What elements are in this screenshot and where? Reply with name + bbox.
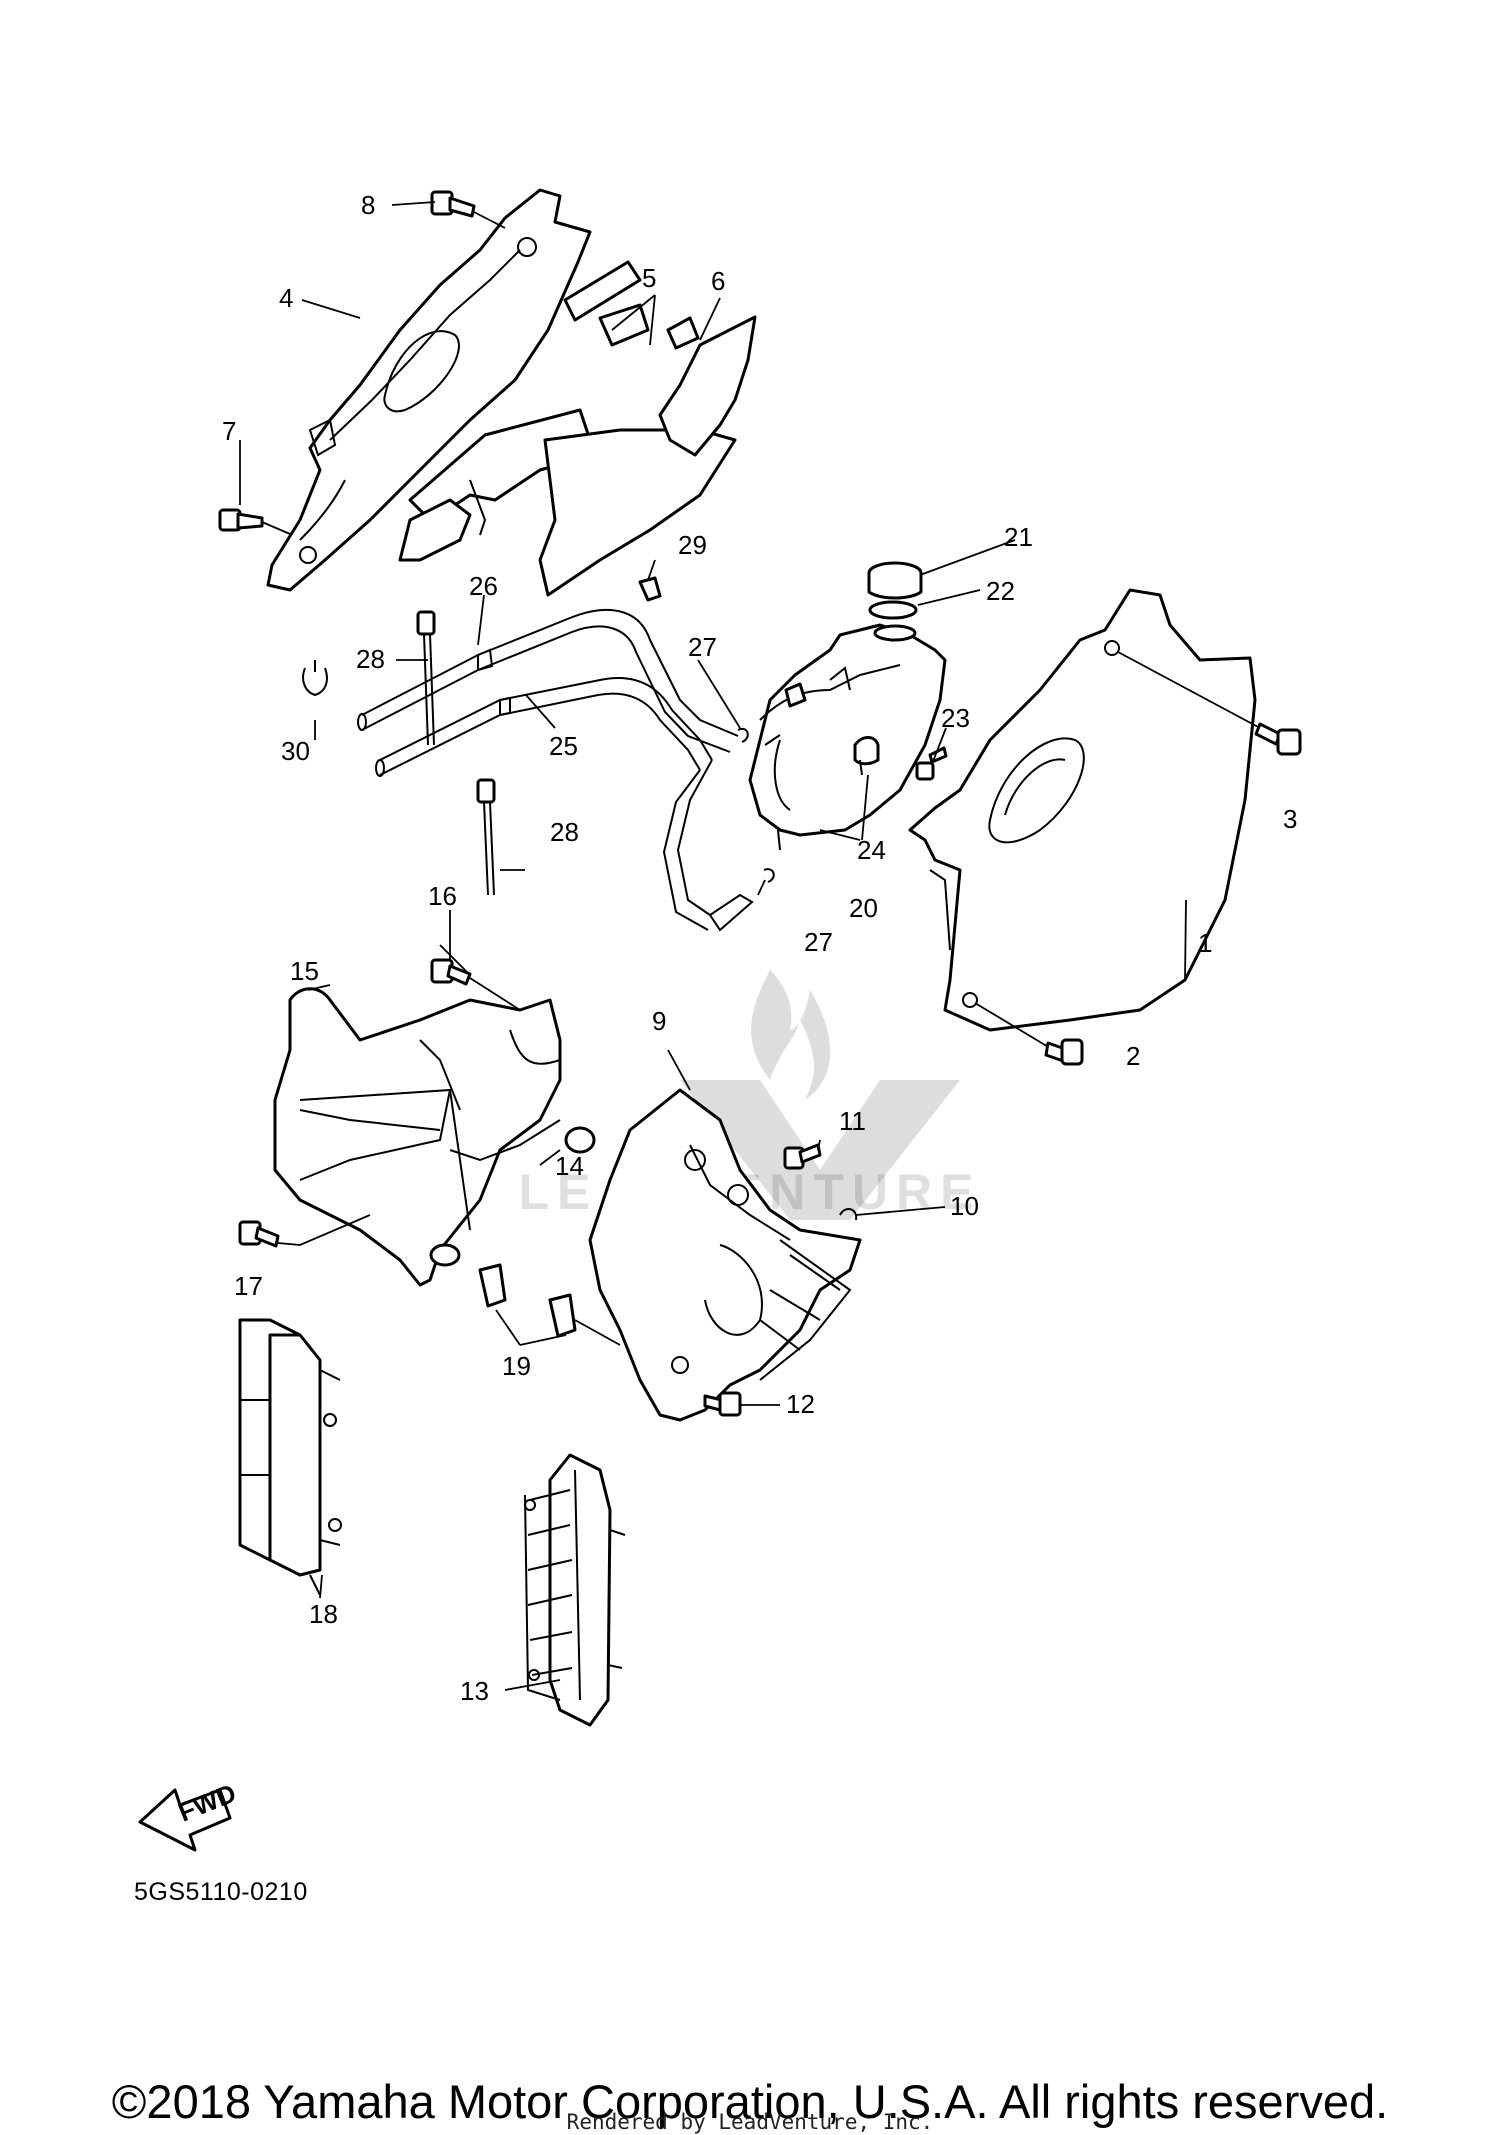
callout-14: 14 [555,1151,584,1181]
callout-27-upper: 27 [688,632,717,662]
callout-19: 19 [502,1351,531,1381]
rendered-by-notice: Rendered by LeadVenture, Inc. [566,2110,934,2134]
leader-lines [239,201,1187,1691]
leadventure-logo-watermark [680,970,960,1220]
callout-18: 18 [309,1599,338,1629]
callout-5: 5 [642,263,656,293]
callout-10: 10 [950,1191,979,1221]
part-28-cable-tie-lower [476,778,496,896]
callout-15: 15 [290,956,319,986]
part-3-bolt [1117,651,1302,756]
callout-13: 13 [460,1676,489,1706]
part-28-cable-tie-upper [416,610,436,746]
part-25-hose [375,677,754,932]
callout-12: 12 [786,1389,815,1419]
part-16-bolt [430,958,521,1011]
callout-28-lower: 28 [550,817,579,847]
part-15-shroud [273,987,596,1287]
part-18-radiator-guard [238,1318,342,1596]
callout-21: 21 [1004,522,1033,552]
part-26-hose [357,608,739,753]
callout-11: 11 [839,1106,866,1136]
callout-4: 4 [279,283,293,313]
copyright-notice: ©2018 Yamaha Motor Corporation, U.S.A. A… [111,2075,1389,2128]
part-6-decal [658,315,757,457]
part-20-reservoir-tank [748,623,947,851]
callout-9: 9 [652,1006,666,1036]
part-9-shroud [588,1088,862,1422]
part-1-side-panel [908,588,1257,1032]
callout-8: 8 [361,190,375,220]
callout-17: 17 [234,1271,263,1301]
callout-23: 23 [941,703,970,733]
part-30-clip [302,660,328,697]
callout-26: 26 [469,571,498,601]
part-29-clamp [638,576,662,602]
callout-3: 3 [1283,804,1297,834]
callout-24: 24 [857,835,886,865]
part-27-clip-lower [763,868,775,883]
callouts: 1 2 3 4 5 6 7 8 9 10 11 12 13 14 15 16 1… [222,190,1297,1706]
fwd-arrow-icon: FWD [138,1778,240,1852]
callout-16: 16 [428,881,457,911]
callout-6: 6 [711,266,725,296]
part-7-bolt [218,508,291,535]
part-24-clamp [853,736,880,776]
callout-28-upper: 28 [356,644,385,674]
part-27-clip-upper [737,727,749,743]
part-17-bolt [238,1214,371,1248]
part-10-bracket [839,1206,946,1221]
callout-1: 1 [1198,928,1212,958]
part-21-tank-cap [867,561,923,600]
part-4-side-cover [266,188,592,592]
part-23-bolt [915,746,948,781]
callout-22: 22 [986,576,1015,606]
part-22-gasket [868,600,918,620]
part-5-decals [398,260,737,597]
callout-29: 29 [678,530,707,560]
part-2-bolt [974,1002,1084,1066]
callout-20: 20 [849,893,878,923]
callout-2: 2 [1126,1041,1140,1071]
part-11-bolt [783,1143,822,1170]
part-8-bolt [430,190,506,229]
part-13-radiator-louver [524,1453,626,1727]
callout-7: 7 [222,416,236,446]
callout-27-lower: 27 [804,927,833,957]
part-12-bolt [703,1391,742,1417]
callout-25: 25 [549,731,578,761]
part-19-brackets [478,1263,621,1346]
callout-30: 30 [281,736,310,766]
diagram-code: 5GS5110-0210 [134,1878,308,1906]
